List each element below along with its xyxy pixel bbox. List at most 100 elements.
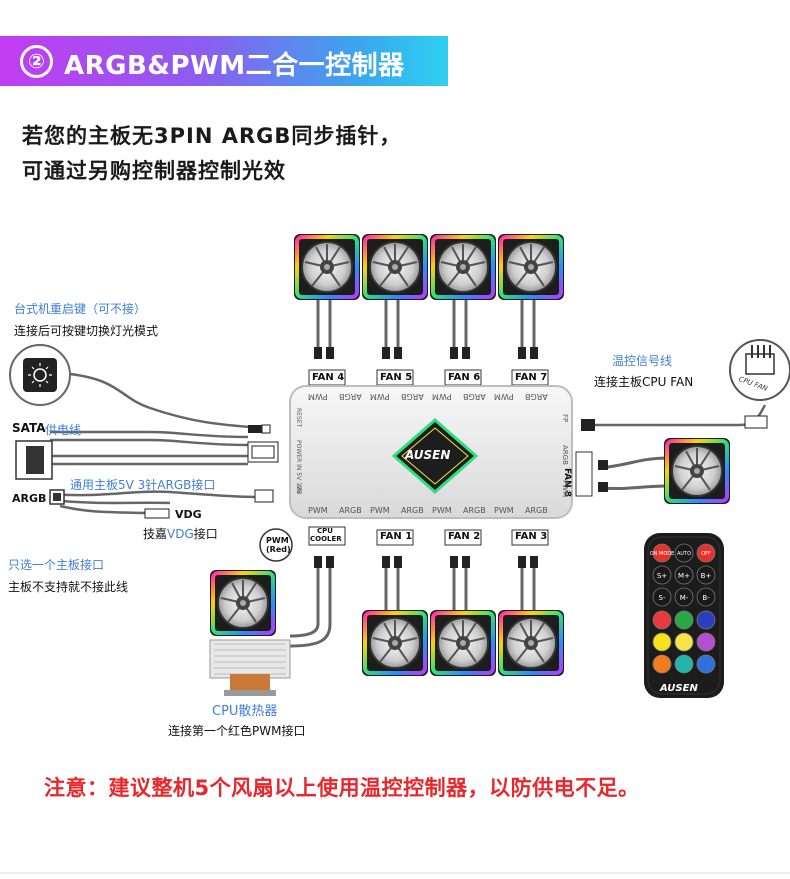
port-label: PWM [370, 392, 390, 401]
intro-line-2: 可通过另购控制器控制光效 [22, 159, 286, 183]
section-title: ARGB&PWM二合一控制器 [64, 51, 405, 81]
remote-brand: AUSEN [660, 683, 698, 694]
vdg-desc-post: 接口 [193, 527, 218, 541]
fan-8-unit [662, 436, 732, 506]
remote-button-label: AUTO [677, 551, 691, 557]
fan-8-label-box [575, 451, 593, 497]
remote-button[interactable] [652, 632, 672, 652]
pwm-red-line1: PWM [266, 536, 289, 545]
remote-button[interactable] [652, 654, 672, 674]
argb-port-label: ARGB [561, 445, 569, 465]
remote-button-label: OFF [701, 551, 711, 557]
port-label: PWM [432, 506, 452, 515]
fan-5-unit [360, 232, 430, 302]
remote-button[interactable] [674, 543, 694, 563]
remote-button[interactable] [696, 632, 716, 652]
plug [314, 347, 334, 359]
cpu-cooler-port-label-1: CPU [317, 527, 333, 535]
remote-button-label: M- [680, 594, 689, 602]
remote-button[interactable] [652, 610, 672, 630]
remote-button[interactable] [674, 565, 694, 585]
remote-button[interactable] [696, 543, 716, 563]
pwm-red-badge [259, 528, 293, 562]
bottom-fan-cables [289, 568, 536, 648]
fan-1-label: FAN 1 [380, 531, 413, 542]
fp-port-label: FP [561, 414, 569, 423]
plug [382, 556, 402, 568]
single-mb-label: 只选一个主板接口 [8, 558, 105, 572]
remote-button[interactable] [652, 587, 672, 607]
fan-3-label: FAN 3 [515, 531, 548, 542]
remote-button-label: M+ [678, 572, 690, 580]
remote-button[interactable] [674, 632, 694, 652]
port-label: PWM [494, 392, 514, 401]
pwm-port-label: PWM [561, 480, 569, 498]
remote-button[interactable] [674, 610, 694, 630]
mb-port-label: MB [295, 485, 302, 495]
fan-3-unit [496, 608, 566, 678]
desktop-button-desc: 连接后可按键切换灯光模式 [14, 324, 159, 338]
remote-button[interactable] [696, 654, 716, 674]
fan-7-unit [496, 232, 566, 302]
argb-connector [49, 489, 65, 505]
reset-button-device [9, 344, 71, 406]
remote-button[interactable] [696, 587, 716, 607]
remote-button-label: B+ [701, 572, 712, 580]
top-fan-labels [308, 369, 549, 386]
fan-4-unit [292, 232, 362, 302]
fan-1-unit [360, 608, 430, 678]
controller-brand: AUSEN [405, 448, 451, 462]
remote-button-label: ON MODE [650, 551, 675, 557]
port-label: ARGB [339, 506, 362, 515]
port-label: PWM [308, 392, 328, 401]
pwm-red-line2: (Red) [266, 545, 291, 554]
fan-8-cables [599, 456, 669, 491]
remote-button[interactable] [674, 654, 694, 674]
top-fan-cables [316, 300, 536, 348]
port-label: ARGB [463, 506, 486, 515]
port-label: ARGB [401, 506, 424, 515]
vdg-desc: 技嘉VDG接口 [143, 525, 218, 542]
remote-button-label: B- [702, 594, 710, 602]
remote-button-label: S+ [657, 572, 667, 580]
remote-button[interactable] [652, 543, 672, 563]
cpu-fan-connector [729, 339, 790, 401]
section-banner: ② ARGB&PWM二合一控制器 [0, 36, 448, 86]
reset-port-label: RESET [295, 408, 302, 428]
bottom-fan-labels [308, 526, 549, 546]
argb-header-label: 通用主板5V 3针ARGB接口 [70, 478, 216, 492]
port-label: ARGB [463, 392, 486, 401]
port-label: ARGB [401, 392, 424, 401]
top-fans [292, 232, 566, 302]
fan-7-label: FAN 7 [515, 372, 548, 383]
fan-6-label: FAN 6 [448, 372, 481, 383]
sata-label-prefix: SATA [12, 421, 46, 435]
bottom-divider [0, 872, 790, 874]
sata-label-suffix: 供电线 [45, 423, 82, 437]
vdg-label: VDG [175, 508, 202, 521]
cpu-cooler-port-label-2: COOLER [310, 535, 342, 543]
remote-button[interactable] [674, 587, 694, 607]
remote-button[interactable] [696, 610, 716, 630]
plug [518, 347, 538, 359]
fan-2-label: FAN 2 [448, 531, 481, 542]
remote-button[interactable] [652, 565, 672, 585]
remote-button-label: S- [659, 594, 666, 602]
fan-4-label: FAN 4 [312, 372, 345, 383]
vdg-desc-pre: 技嘉 [143, 527, 168, 541]
port-label: ARGB [525, 392, 548, 401]
warning-note: 注意：建议整机5个风扇以上使用温控控制器，以防供电不足。 [44, 776, 640, 800]
port-label: PWM [308, 506, 328, 515]
cpu-cooler-unit [208, 568, 291, 696]
remote-button[interactable] [696, 565, 716, 585]
port-label: PWM [432, 392, 452, 401]
cpu-cooler-desc: 连接第一个红色PWM接口 [168, 724, 306, 738]
port-label: PWM [370, 506, 390, 515]
port-label: ARGB [339, 392, 362, 401]
fan-6-unit [428, 232, 498, 302]
plug [314, 556, 334, 568]
plug [450, 556, 470, 568]
sata-connector [15, 440, 53, 480]
